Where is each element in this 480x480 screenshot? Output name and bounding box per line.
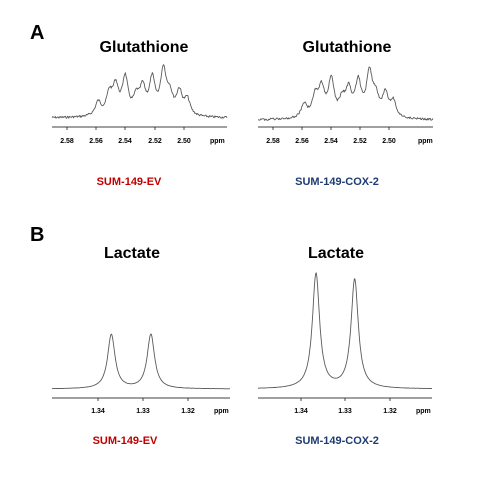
spectrum-lactate-cox2: Lactate 1.34 1.33 1.32 ppm SUM-149-COX-2 (257, 245, 433, 447)
x-axis-ticks: 1.34 1.33 1.32 (294, 398, 397, 415)
x-axis-unit: ppm (210, 138, 225, 145)
sample-label: SUM-149-EV (97, 176, 162, 188)
x-tick-label: 2.54 (118, 138, 132, 145)
spectrum-glutathione-cox2: Glutathione 2.58 2.56 2.54 2.52 2.50 ppm SUM… (257, 39, 434, 188)
x-tick-label: 2.52 (148, 138, 162, 145)
spectrum-trace (257, 272, 433, 390)
x-tick-label: 2.58 (60, 138, 74, 145)
x-tick-label: 2.54 (324, 138, 338, 145)
spectrum-title: Lactate (104, 245, 160, 262)
x-tick-label: 1.33 (136, 408, 150, 415)
x-tick-label: 2.50 (177, 138, 191, 145)
spectrum-glutathione-ev: Glutathione 2.58 2.56 2.54 2.52 2.50 ppm SUM… (51, 39, 228, 188)
x-tick-label: 1.34 (91, 408, 105, 415)
x-axis-unit: ppm (416, 408, 431, 415)
x-axis-unit: ppm (418, 138, 433, 145)
sample-label: SUM-149-COX-2 (295, 176, 379, 188)
spectrum-title: Glutathione (100, 39, 189, 56)
sample-label: SUM-149-COX-2 (295, 435, 379, 447)
x-axis-ticks: 2.58 2.56 2.54 2.52 2.50 (266, 127, 396, 145)
x-axis-ticks: 1.34 1.33 1.32 (91, 398, 195, 415)
panel-letter-b: B (30, 224, 44, 246)
x-tick-label: 2.58 (266, 138, 280, 145)
x-axis-unit: ppm (214, 408, 229, 415)
x-tick-label: 2.50 (382, 138, 396, 145)
x-axis-ticks: 2.58 2.56 2.54 2.52 2.50 (60, 127, 191, 145)
x-tick-label: 2.56 (89, 138, 103, 145)
spectrum-trace (257, 66, 434, 121)
x-tick-label: 2.56 (295, 138, 309, 145)
x-tick-label: 1.32 (181, 408, 195, 415)
x-tick-label: 1.33 (338, 408, 352, 415)
x-tick-label: 1.32 (383, 408, 397, 415)
panel-letter-a: A (30, 22, 44, 44)
spectrum-title: Glutathione (303, 39, 392, 56)
spectrum-lactate-ev: Lactate 1.34 1.33 1.32 ppm SUM-149-EV (51, 245, 231, 447)
spectrum-trace (51, 64, 228, 119)
spectrum-title: Lactate (308, 245, 364, 262)
spectrum-trace (51, 333, 231, 390)
sample-label: SUM-149-EV (93, 435, 158, 447)
x-tick-label: 1.34 (294, 408, 308, 415)
x-tick-label: 2.52 (353, 138, 367, 145)
